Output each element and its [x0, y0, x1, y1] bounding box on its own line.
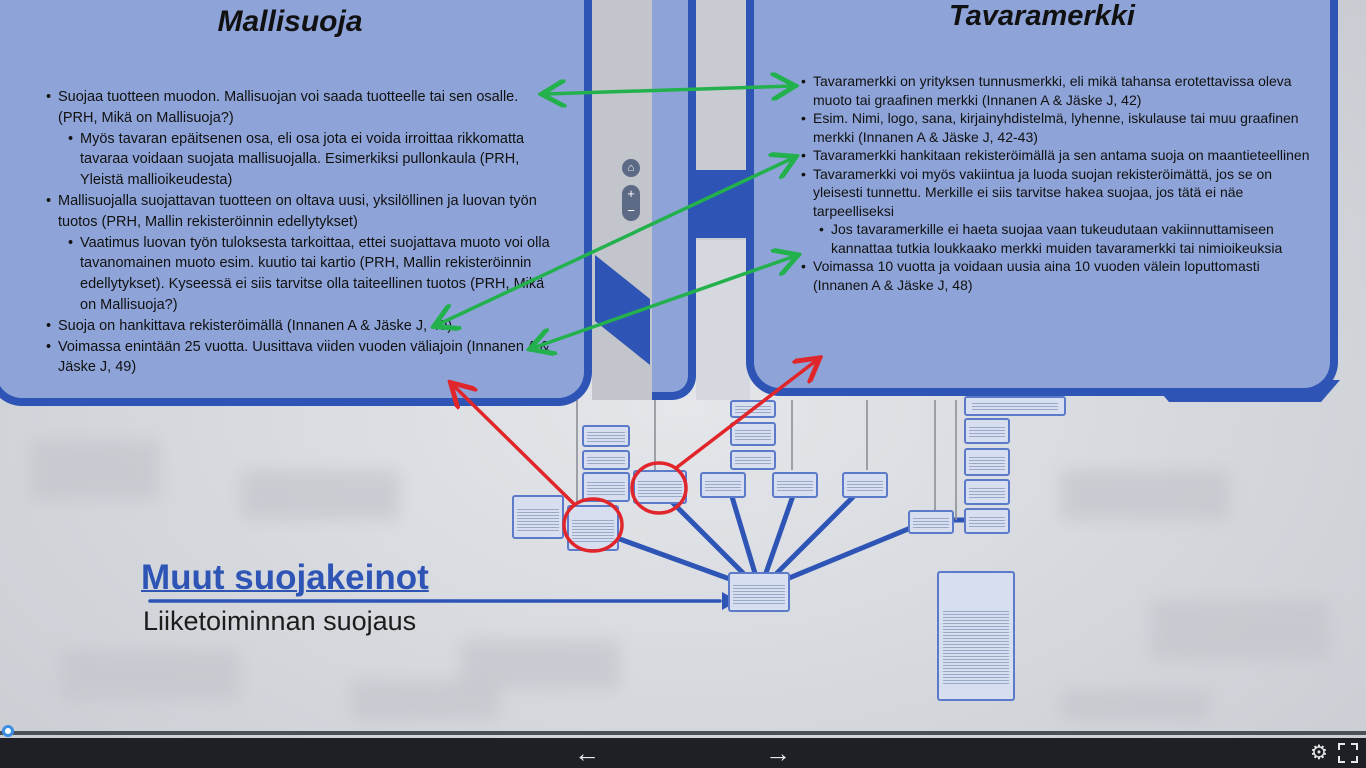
mini-slide[interactable]: [964, 448, 1010, 476]
mini-slide[interactable]: [512, 495, 564, 539]
slide-title: Mallisuoja: [217, 5, 363, 38]
bullet-item: Suoja on hankittava rekisteröimällä (Inn…: [46, 316, 556, 337]
mini-slide[interactable]: [964, 508, 1010, 534]
zoom-in-button[interactable]: +: [627, 186, 635, 201]
background-slide-strip: [696, 170, 750, 238]
background-slide-strip: [652, 0, 696, 400]
mini-slide[interactable]: [964, 396, 1066, 416]
bullet-item: Mallisuojalla suojattavan tuotteen on ol…: [46, 191, 556, 233]
bullet-item: Esim. Nimi, logo, sana, kirjainyhdistelm…: [801, 109, 1311, 146]
mini-slide[interactable]: [633, 470, 687, 504]
bullet-item: Voimassa 10 vuotta ja voidaan uusia aina…: [801, 257, 1311, 294]
mallisuoja-bullets: Suojaa tuotteen muodon. Mallisuojan voi …: [46, 87, 556, 378]
fullscreen-icon[interactable]: [1338, 743, 1358, 763]
mini-slide[interactable]: [582, 472, 630, 502]
mallisuoja-slide[interactable]: Mallisuoja Suojaa tuotteen muodon. Malli…: [0, 0, 592, 406]
central-mini-slide[interactable]: [728, 572, 790, 612]
mini-slide[interactable]: [700, 472, 746, 498]
previous-button[interactable]: ←: [574, 738, 600, 768]
sub-bullet-item: Jos tavaramerkille ei haeta suojaa vaan …: [801, 220, 1311, 257]
settings-gear-icon[interactable]: ⚙: [1310, 742, 1328, 764]
bullet-item: Tavaramerkki voi myös vakiintua ja luoda…: [801, 165, 1311, 221]
progress-handle[interactable]: [2, 725, 14, 737]
mini-slide[interactable]: [964, 479, 1010, 505]
bullet-item: Suojaa tuotteen muodon. Mallisuojan voi …: [46, 87, 556, 129]
zoom-controls: + −: [622, 185, 640, 221]
mini-slide[interactable]: [964, 418, 1010, 444]
mini-slide[interactable]: [567, 505, 619, 551]
next-button[interactable]: →: [765, 738, 791, 768]
bullet-item: Voimassa enintään 25 vuotta. Uusittava v…: [46, 337, 556, 379]
mini-slide[interactable]: [842, 472, 888, 498]
liiketoiminnan-suojaus-subheading: Liiketoiminnan suojaus: [143, 606, 417, 636]
home-icon[interactable]: ⌂: [622, 159, 640, 177]
mini-slide[interactable]: [582, 425, 630, 447]
slide-title: Tavaramerkki: [949, 0, 1135, 32]
player-toolbar: ← → ⚙: [0, 738, 1366, 768]
tavaramerkki-bullets: Tavaramerkki on yrityksen tunnusmerkki, …: [801, 72, 1311, 294]
mini-slide[interactable]: [730, 422, 776, 446]
sub-bullet-item: Myös tavaran epäitsenen osa, eli osa jot…: [46, 129, 556, 191]
bullet-item: Tavaramerkki on yrityksen tunnusmerkki, …: [801, 72, 1311, 109]
progress-track[interactable]: [0, 731, 1366, 735]
sub-bullet-item: Vaatimus luovan työn tuloksesta tarkoitt…: [46, 233, 556, 316]
mini-slide[interactable]: [730, 400, 776, 418]
bullet-item: Tavaramerkki hankitaan rekisteröimällä j…: [801, 146, 1311, 165]
presentation-canvas[interactable]: Mallisuoja Suojaa tuotteen muodon. Malli…: [0, 0, 1366, 738]
background-slide-strip: [696, 240, 750, 400]
mini-slide-tall[interactable]: [937, 571, 1015, 701]
mini-slide[interactable]: [772, 472, 818, 498]
mini-slide[interactable]: [582, 450, 630, 470]
mini-slide[interactable]: [730, 450, 776, 470]
muut-suojakeinot-heading: Muut suojakeinot: [141, 558, 429, 597]
tavaramerkki-slide[interactable]: Tavaramerkki Tavaramerkki on yrityksen t…: [746, 0, 1338, 396]
zoom-out-button[interactable]: −: [627, 203, 635, 218]
mini-slide[interactable]: [908, 510, 954, 534]
